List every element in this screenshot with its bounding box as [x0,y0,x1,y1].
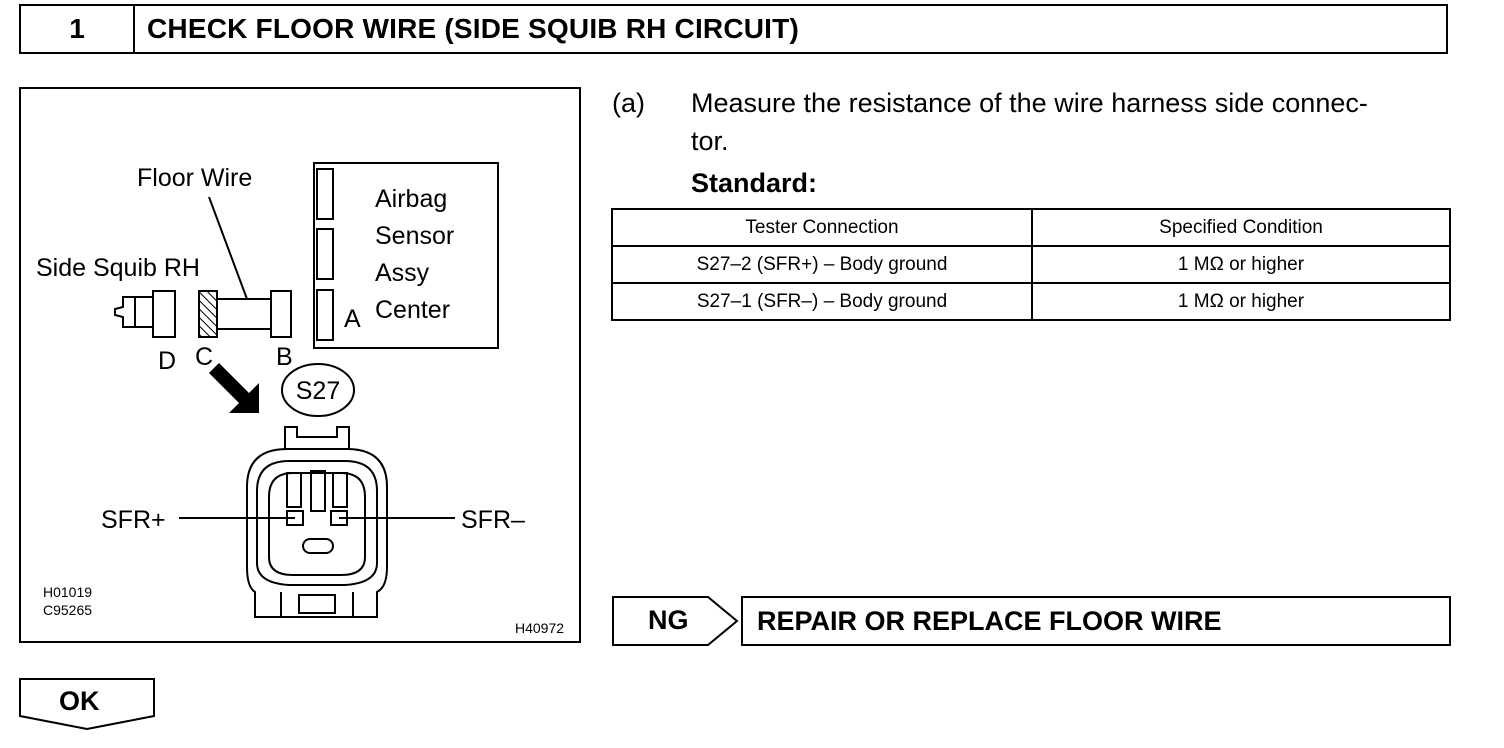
wiring-figure: Airbag Sensor Assy Center A Floor Wire S… [19,87,581,643]
sfr-minus-label: SFR– [461,506,525,534]
side-squib-label: Side Squib RH [36,254,200,282]
column-header: Specified Condition [1031,208,1451,247]
connector-d [152,290,176,338]
airbag-label-1: Airbag [375,185,447,213]
connector-a-label: A [344,305,361,333]
connector-c-label: C [195,343,213,371]
airbag-label-3: Assy [375,259,430,287]
ng-label: NG [648,605,689,635]
connector-b-label: B [276,343,293,371]
figure-code-2: C95265 [43,602,92,618]
column-header: Tester Connection [611,208,1033,247]
repair-action: REPAIR OR REPLACE FLOOR WIRE [741,596,1451,646]
floor-wire-body [216,298,272,330]
connector-d-label: D [158,347,176,375]
sensor-slot-a [316,289,334,341]
ok-arrow-shape [19,678,155,730]
sensor-slot-2 [316,228,334,280]
floor-wire-leader [208,196,248,300]
floor-wire-label: Floor Wire [137,164,252,192]
connector-id-label: S27 [296,377,340,405]
standard-label: Standard: [691,168,818,198]
connector-diagram: Airbag Sensor Assy Center A Floor Wire S… [19,87,581,643]
step-title: CHECK FLOOR WIRE (SIDE SQUIB RH CIRCUIT) [147,13,799,44]
table-cell: S27–2 (SFR+) – Body ground [611,245,1033,284]
connector-c [198,290,218,338]
step-header: 1 CHECK FLOOR WIRE (SIDE SQUIB RH CIRCUI… [19,4,1448,54]
table-header-row: Tester Connection Specified Condition [611,208,1451,247]
airbag-label-2: Sensor [375,222,454,250]
table-cell: 1 MΩ or higher [1031,282,1451,321]
connector-id-ellipse [281,363,355,417]
instruction-line-1: Measure the resistance of the wire harne… [691,88,1368,118]
ng-result-tag: NG [612,596,740,646]
connector-b [270,290,292,338]
airbag-sensor-box [313,162,499,349]
sfr-plus-label: SFR+ [101,506,166,534]
figure-code-3: H40972 [515,620,564,636]
instruction-text: Measure the resistance of the wire harne… [691,84,1471,160]
sensor-slot-1 [316,168,334,220]
figure-frame [19,87,581,643]
figure-code-1: H01019 [43,584,92,600]
airbag-label-4: Center [375,296,450,324]
ok-label: OK [59,686,100,716]
ok-result-tag: OK [19,678,156,730]
ng-arrow-shape [612,596,739,646]
connector-face [246,426,388,618]
arrow-icon [209,363,259,413]
step-number: 1 [21,6,135,52]
table-row: S27–1 (SFR–) – Body ground 1 MΩ or highe… [611,282,1451,321]
instruction-line-2: tor. [691,126,729,156]
spec-table: Tester Connection Specified Condition S2… [611,208,1451,321]
table-cell: 1 MΩ or higher [1031,245,1451,284]
squib-plug [114,296,135,328]
instruction-marker: (a) [612,88,645,118]
table-cell: S27–1 (SFR–) – Body ground [611,282,1033,321]
table-row: S27–2 (SFR+) – Body ground 1 MΩ or highe… [611,245,1451,284]
